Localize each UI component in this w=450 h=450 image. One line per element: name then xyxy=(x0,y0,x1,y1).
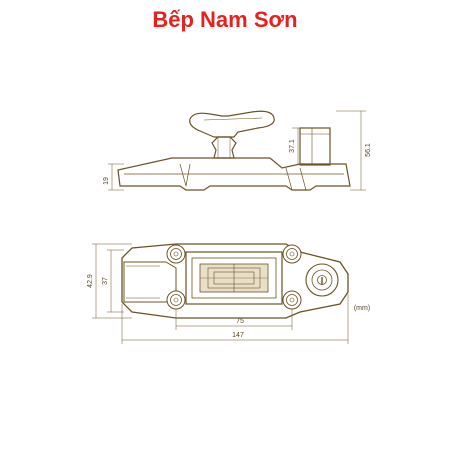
bolt-frame xyxy=(185,251,283,305)
dim-width: 42.9 xyxy=(87,274,94,288)
dim-total-height: 56.1 xyxy=(365,143,372,157)
top-dimensions xyxy=(92,243,349,344)
top-view xyxy=(121,243,349,319)
dim-knob-height: 37.1 xyxy=(289,139,296,153)
mounting-screw-top-left xyxy=(166,244,186,264)
dim-length: 147 xyxy=(232,332,244,339)
side-view xyxy=(117,110,351,191)
mounting-screw-bottom-left xyxy=(166,290,186,310)
mounting-screw-bottom-right xyxy=(282,290,302,310)
dim-inner-width: 37 xyxy=(102,277,109,285)
lock-cylinder xyxy=(299,127,331,166)
side-dimensions xyxy=(108,110,366,191)
brand-title: Bếp Nam Sơn xyxy=(152,7,298,32)
unit-label: (mm) xyxy=(354,305,370,312)
knob-stem xyxy=(211,136,237,159)
housing-outline xyxy=(121,243,349,319)
key-cylinder xyxy=(305,263,339,297)
mounting-screw-top-right xyxy=(282,244,302,264)
t-handle xyxy=(189,110,275,138)
dim-hole-spacing: 75 xyxy=(236,318,244,325)
side-base-outline xyxy=(117,157,351,191)
dim-base-height: 19 xyxy=(103,177,110,185)
